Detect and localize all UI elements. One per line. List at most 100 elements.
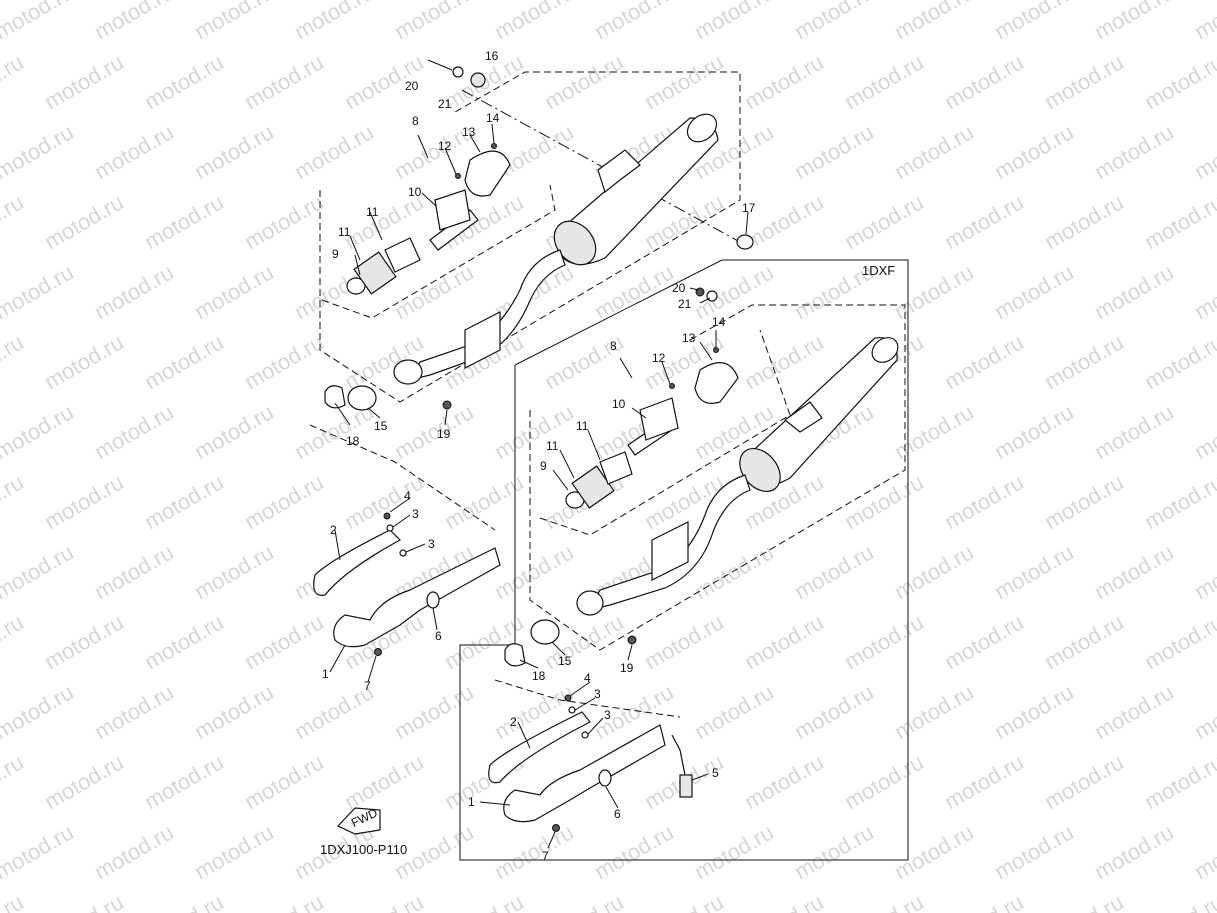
watermark-text: motod.ru	[590, 819, 678, 884]
watermark-text: motod.ru	[840, 889, 928, 913]
part-3-washer-a	[386, 524, 394, 532]
watermark-text: motod.ru	[0, 539, 78, 604]
watermark-text: motod.ru	[0, 329, 28, 394]
watermark-text: motod.ru	[840, 49, 928, 114]
watermark-text: motod.ru	[690, 679, 778, 744]
watermark-text: motod.ru	[1190, 0, 1217, 44]
r-callout-14: 14	[712, 315, 726, 329]
callout-2: 2	[330, 523, 337, 537]
right-subassembly-8-boundary	[539, 329, 791, 536]
callout-8: 8	[412, 114, 419, 128]
watermark-text: motod.ru	[1140, 329, 1217, 394]
watermark-text: motod.ru	[990, 399, 1078, 464]
part-2-protector	[313, 529, 401, 596]
variant-label: 1DXF	[862, 263, 895, 278]
watermark-text: motod.ru	[140, 889, 228, 913]
watermark-text: motod.ru	[40, 749, 128, 814]
right-leader-lines	[479, 287, 717, 849]
watermark-text: motod.ru	[1040, 49, 1128, 114]
callout-7: 7	[364, 679, 371, 693]
watermark-text: motod.ru	[990, 0, 1078, 44]
callout-10: 10	[408, 185, 422, 199]
watermark-text: motod.ru	[190, 819, 278, 884]
watermark-text: motod.ru	[90, 399, 178, 464]
watermark-text: motod.ru	[140, 329, 228, 394]
part-21-washer	[452, 66, 464, 78]
watermark-text: motod.ru	[740, 749, 828, 814]
watermark-text: motod.ru	[740, 609, 828, 674]
left-muffler-end-cap	[686, 113, 718, 143]
r-callout-3a: 3	[594, 687, 601, 701]
watermark-text: motod.ru	[640, 49, 728, 114]
watermark-text: motod.ru	[340, 889, 428, 913]
r-callout-20: 20	[672, 281, 686, 295]
part-15-gasket	[347, 385, 377, 411]
watermark-text: motod.ru	[490, 0, 578, 44]
watermark-text: motod.ru	[790, 539, 878, 604]
watermark-text: motod.ru	[890, 0, 978, 44]
watermark-text: motod.ru	[940, 889, 1028, 913]
r-callout-18: 18	[532, 669, 546, 683]
r-callout-1: 1	[468, 795, 475, 809]
watermark-text: motod.ru	[1140, 49, 1217, 114]
watermark-text: motod.ru	[240, 189, 328, 254]
watermark-text: motod.ru	[40, 189, 128, 254]
watermark-text: motod.ru	[840, 469, 928, 534]
callout-15: 15	[374, 419, 388, 433]
watermark-text: motod.ru	[940, 469, 1028, 534]
watermark-text: motod.ru	[40, 329, 128, 394]
r-part-2-protector	[488, 711, 591, 784]
watermark-text: motod.ru	[1140, 609, 1217, 674]
watermark-text: motod.ru	[740, 49, 828, 114]
left-assembly: FWD 1DXJ100-P110	[309, 59, 754, 857]
r-part-9-spark-arrester	[571, 465, 615, 509]
watermark-text: motod.ru	[240, 889, 328, 913]
watermark-text: motod.ru	[390, 399, 478, 464]
watermark-text: motod.ru	[940, 49, 1028, 114]
bolt-axis-line	[461, 89, 741, 243]
watermark-text: motod.ru	[40, 469, 128, 534]
watermark-text: motod.ru	[490, 819, 578, 884]
watermark-text: motod.ru	[740, 189, 828, 254]
watermark-text: motod.ru	[790, 0, 878, 44]
variant-frame	[459, 259, 909, 861]
right-pipe-inlet	[576, 590, 604, 616]
fwd-arrow-icon	[336, 807, 381, 835]
watermark-text: motod.ru	[890, 259, 978, 324]
watermark-text: motod.ru	[90, 539, 178, 604]
left-front-exhaust-pipe	[333, 547, 501, 648]
watermark-text: motod.ru	[1090, 819, 1178, 884]
watermark-text: motod.ru	[990, 819, 1078, 884]
callout-6: 6	[435, 629, 442, 643]
r-part-20-bolt	[695, 287, 705, 297]
r-callout-5: 5	[712, 766, 719, 780]
watermark-text: motod.ru	[290, 119, 378, 184]
part-14-screw	[491, 143, 497, 149]
callout-20: 20	[405, 79, 419, 93]
watermark-text: motod.ru	[240, 49, 328, 114]
part-3-washer-b	[399, 549, 407, 557]
watermark-text: motod.ru	[840, 749, 928, 814]
r-callout-15: 15	[558, 654, 572, 668]
fwd-arrow[interactable]: FWD	[336, 806, 381, 835]
r-part-15-gasket	[530, 619, 560, 645]
watermark-text: motod.ru	[340, 469, 428, 534]
watermark-text: motod.ru	[790, 819, 878, 884]
watermark-text: motod.ru	[90, 0, 178, 44]
watermark-text: motod.ru	[1140, 469, 1217, 534]
part-17-collar	[736, 234, 754, 250]
watermark-text: motod.ru	[340, 749, 428, 814]
r-callout-6: 6	[614, 807, 621, 821]
watermark-text: motod.ru	[0, 679, 78, 744]
watermark-text: motod.ru	[0, 0, 78, 44]
r-part-18-clamp	[504, 643, 526, 667]
watermark-text: motod.ru	[190, 259, 278, 324]
watermark-text: motod.ru	[1040, 329, 1128, 394]
watermark-text: motod.ru	[140, 49, 228, 114]
watermark-text: motod.ru	[0, 119, 78, 184]
callout-11b: 11	[338, 225, 351, 239]
watermark-text: motod.ru	[490, 539, 578, 604]
watermark-text: motod.ru	[1190, 119, 1217, 184]
watermark-text: motod.ru	[140, 469, 228, 534]
